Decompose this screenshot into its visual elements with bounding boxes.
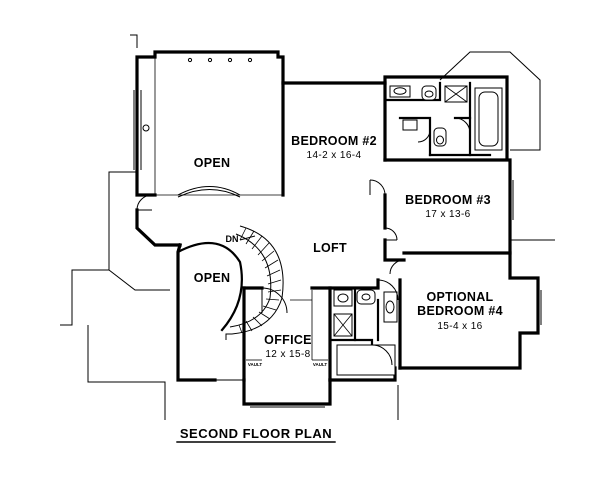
bedroom2-size: 14-2 x 16-4 (307, 150, 362, 161)
bedroom3-label: BEDROOM #3 (405, 193, 491, 207)
stair-down-label: DN (226, 234, 239, 244)
ceiling-fixtures (142, 57, 253, 132)
bedroom3-size: 17 x 13-6 (425, 209, 470, 220)
balcony-rail (154, 57, 283, 198)
doors (136, 117, 471, 381)
bedroom4-size: 15-4 x 16 (437, 321, 482, 332)
bedroom4-label-line2: BEDROOM #4 (417, 304, 503, 318)
office-size: 12 x 15-8 (265, 349, 310, 360)
loft-label: LOFT (313, 241, 347, 255)
bedroom4-label-line1: OPTIONAL (427, 290, 494, 304)
office-closet-lines (246, 290, 328, 361)
bath-fixtures (333, 85, 503, 376)
windows (133, 90, 542, 408)
open-lower-label: OPEN (194, 271, 231, 285)
open-upper-label: OPEN (194, 156, 231, 170)
bedroom2-label: BEDROOM #2 (291, 134, 377, 148)
plan-caption: SECOND FLOOR PLAN (180, 426, 332, 441)
stair (176, 225, 284, 340)
vault-label-right: VAULT (313, 362, 328, 367)
first-floor-outline (60, 34, 555, 420)
office-label: OFFICE (264, 333, 312, 347)
vault-label-left: VAULT (248, 362, 263, 367)
